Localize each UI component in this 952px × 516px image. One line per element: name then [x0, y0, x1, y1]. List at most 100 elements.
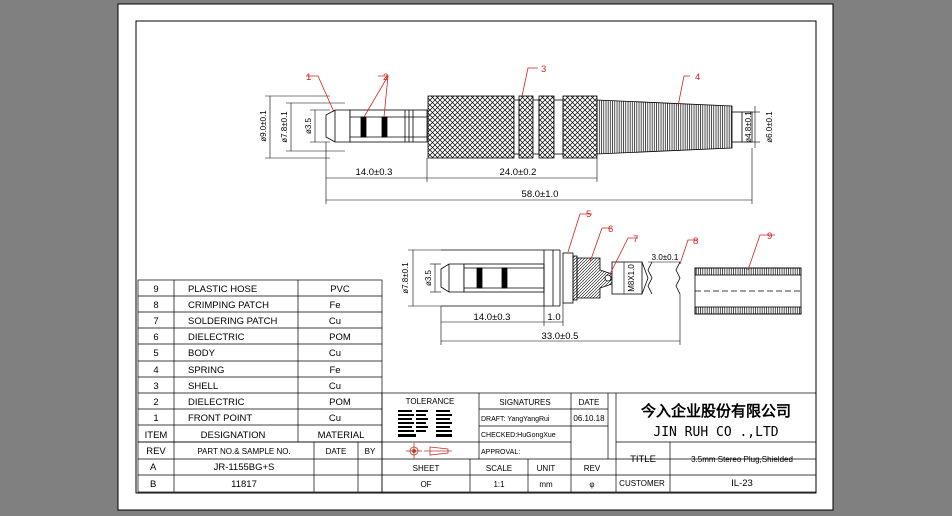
top-view-plug	[325, 95, 753, 159]
dim-section-gap: 1.0	[547, 312, 560, 323]
dim-top-end-diameter-1: ø4.8±0.1	[744, 111, 753, 143]
section-callout-leaders	[567, 213, 775, 275]
unit-label: UNIT	[537, 464, 556, 473]
callout-7: 7	[633, 234, 638, 245]
rev-label: REV	[584, 464, 601, 473]
top-diameter-dims-right	[752, 106, 760, 148]
tolerance-table	[398, 410, 452, 437]
customer-label: CUSTOMER	[619, 479, 665, 488]
section-dims	[408, 249, 681, 345]
bom-material: PVC	[330, 284, 350, 295]
rev-header: REV	[146, 446, 166, 457]
callout-3: 3	[541, 64, 546, 75]
tolerance-label: TOLERANCE	[406, 397, 455, 406]
company-name-chinese: 今入企业股份有限公司	[640, 402, 791, 420]
drawing-border	[135, 20, 817, 494]
dim-top-inner-diameter: ø7.8±0.1	[280, 111, 289, 143]
rev-value: φ	[589, 480, 594, 489]
date-label: DATE	[579, 398, 600, 407]
bom-item: 6	[153, 332, 158, 343]
callout-4: 4	[695, 72, 700, 83]
dim-top-tip-diameter: ø3.5	[304, 117, 313, 134]
bom-designation: SHELL	[188, 381, 218, 392]
bom-material: Fe	[329, 300, 340, 311]
callout-8: 8	[693, 236, 698, 247]
drawing-sheet	[117, 3, 834, 511]
bom-item: 4	[153, 365, 158, 376]
titleblock-grid	[381, 392, 817, 493]
projection-symbol-icon	[406, 443, 452, 459]
bom-item: 8	[153, 300, 158, 311]
dim-section-tip-diameter: ø3.5	[424, 269, 433, 286]
customer-value: IL-23	[731, 478, 753, 489]
dim-top-total-length: 58.0±1.0	[522, 189, 559, 200]
bom-item: 5	[153, 348, 158, 359]
callout-5: 5	[586, 209, 591, 220]
bom-item: 2	[153, 397, 158, 408]
dim-section-inner-diameter: ø7.8±0.1	[401, 262, 410, 294]
part-b: 11817	[231, 479, 257, 490]
scale-value: 1:1	[493, 480, 505, 489]
dim-hose-width: 3.0±0.1	[652, 253, 679, 262]
callout-2: 2	[383, 72, 388, 83]
callout-1: 1	[306, 72, 311, 83]
bom-material: POM	[329, 332, 351, 343]
bom-item: 7	[153, 316, 158, 327]
bom-designation: DIELECTRIC	[188, 332, 245, 343]
bom-material: Cu	[329, 413, 341, 424]
by-header: BY	[365, 447, 376, 456]
dim-thread: M8X1.0	[627, 264, 636, 292]
bom-material: Cu	[329, 381, 341, 392]
sheet-value: OF	[420, 480, 431, 489]
bom-header-item: ITEM	[145, 430, 168, 441]
bom-material: Cu	[329, 348, 341, 359]
bom-table-grid	[137, 279, 383, 443]
top-diameter-dims-left	[265, 95, 345, 159]
top-callout-leaders	[306, 67, 690, 118]
title-label: TITLE	[630, 454, 656, 465]
bom-designation: CRIMPING PATCH	[188, 300, 269, 311]
dim-top-outer-diameter: ø9.0±0.1	[259, 110, 268, 142]
company-name-english: JIN RUH CO .,LTD	[653, 425, 778, 440]
dim-top-plug-length: 14.0±0.3	[356, 167, 393, 178]
signatures-label: SIGNATURES	[499, 398, 550, 407]
bom-designation: FRONT POINT	[188, 413, 252, 424]
bom-designation: SOLDERING PATCH	[188, 316, 278, 327]
date-header: DATE	[326, 447, 347, 456]
scale-label: SCALE	[486, 464, 512, 473]
bom-header-material: MATERIAL	[318, 430, 365, 441]
bom-header-designation: DESIGNATION	[201, 430, 266, 441]
bom-item: 9	[153, 284, 158, 295]
dim-section-total-length: 33.0±0.5	[542, 331, 579, 342]
part-header: PART NO.& SAMPLE NO.	[197, 447, 290, 456]
callout-6: 6	[608, 224, 613, 235]
bom-designation: BODY	[188, 348, 216, 359]
title-value: 3.5mm Stereo Plug,Shielded	[691, 455, 793, 464]
bom-material: Fe	[329, 365, 340, 376]
part-a: JR-1155BG+S	[214, 462, 275, 473]
rev-b: B	[150, 479, 156, 490]
dim-top-end-diameter-2: ø6.0±0.1	[765, 111, 774, 143]
bom-item: 1	[153, 413, 158, 424]
bom-designation: DIELECTRIC	[188, 397, 245, 408]
bom-material: POM	[329, 397, 351, 408]
bom-material: Cu	[329, 316, 341, 327]
hose-cylinder	[694, 267, 802, 315]
draft-signature: DRAFT: YangYangRui	[481, 416, 550, 423]
callout-9: 9	[767, 231, 772, 242]
drawing-date: 06.10.18	[573, 414, 605, 423]
bom-designation: PLASTIC HOSE	[188, 284, 257, 295]
top-length-dims	[325, 142, 753, 204]
dim-section-plug-length: 14.0±0.3	[474, 312, 511, 323]
rev-a: A	[150, 462, 157, 473]
bom-item: 3	[153, 381, 158, 392]
section-view-plug	[440, 249, 681, 307]
approval-signature: APPROVAL:	[481, 449, 520, 456]
sheet-label: SHEET	[413, 464, 440, 473]
bom-designation: SPRING	[188, 365, 224, 376]
checked-signature: CHECKED:HuGongXue	[481, 432, 556, 439]
unit-value: mm	[539, 480, 553, 489]
dim-top-shell-length: 24.0±0.2	[500, 167, 537, 178]
